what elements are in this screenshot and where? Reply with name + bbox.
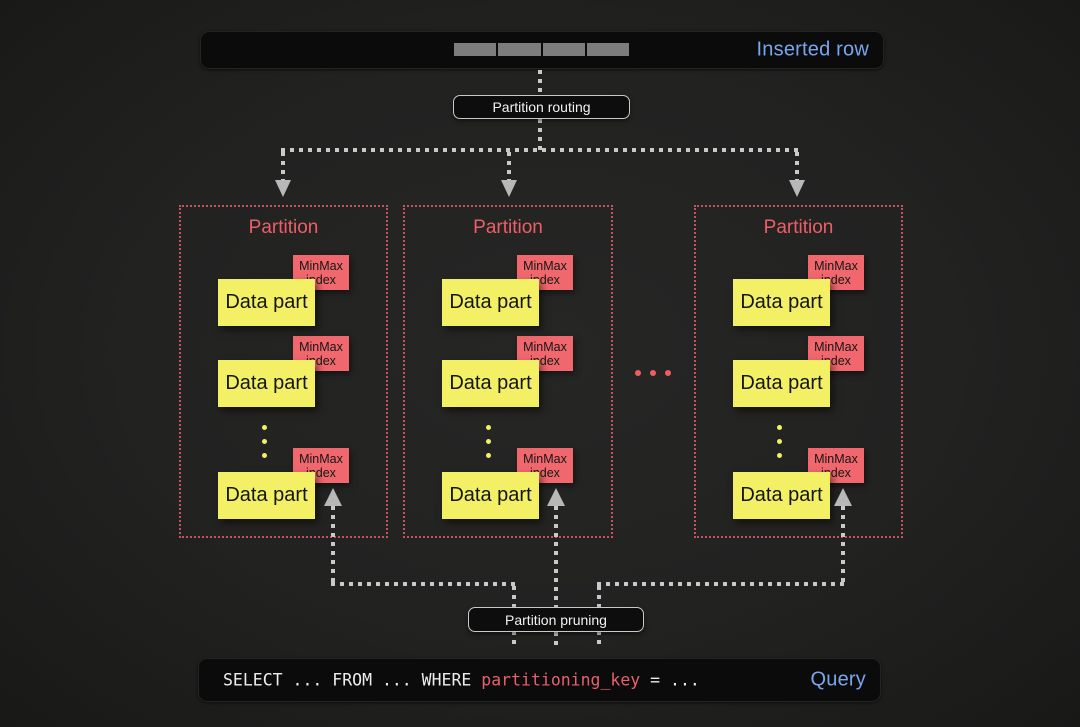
query-bar: SELECT ... FROM ... WHERE partitioning_k… [198, 658, 881, 702]
minmax-label-line1: MinMax [814, 259, 858, 273]
data-part-group: MinMax index Data part [218, 255, 364, 326]
inserted-row-label: Inserted row [756, 38, 869, 61]
data-part-box: Data part [442, 360, 539, 407]
data-part-box: Data part [218, 279, 315, 326]
partition-box-2: Partition MinMax index Data part MinMax … [403, 205, 613, 538]
arrow-up-icon [324, 488, 342, 506]
data-part-group: MinMax index Data part [442, 448, 588, 519]
minmax-label-line1: MinMax [523, 259, 567, 273]
data-part-group: MinMax index Data part [218, 336, 364, 407]
partition-box-1: Partition MinMax index Data part MinMax … [179, 205, 388, 538]
pruning-line-left-horizontal [331, 582, 516, 586]
arrow-down-icon [501, 180, 517, 197]
minmax-label-line1: MinMax [299, 452, 343, 466]
minmax-label-line1: MinMax [523, 340, 567, 354]
pruning-line-middle [554, 506, 558, 648]
more-partitions-dots [635, 370, 671, 376]
query-partitioning-key: partitioning_key [481, 670, 641, 690]
data-part-box: Data part [733, 472, 830, 519]
row-segment [498, 43, 541, 56]
more-data-parts-dots [777, 425, 782, 458]
row-segment [586, 43, 629, 56]
partition-title: Partition [763, 217, 834, 238]
query-sql-text: SELECT ... FROM ... WHERE partitioning_k… [223, 671, 700, 690]
query-label: Query [810, 668, 866, 691]
data-part-group: MinMax index Data part [218, 448, 364, 519]
more-data-parts-dots [262, 425, 267, 458]
minmax-label-line1: MinMax [814, 340, 858, 354]
routing-line-bar-to-label [538, 70, 542, 95]
partition-pruning-label: Partition pruning [468, 607, 644, 632]
data-part-box: Data part [733, 279, 830, 326]
partition-routing-label: Partition routing [453, 95, 630, 119]
minmax-label-line1: MinMax [523, 452, 567, 466]
routing-split-line [281, 148, 798, 152]
data-part-group: MinMax index Data part [733, 448, 879, 519]
arrow-up-icon [834, 488, 852, 506]
query-sql-suffix: = ... [640, 670, 700, 690]
routing-drop-middle [507, 152, 511, 180]
row-segments [454, 43, 629, 56]
routing-line-label-to-split [538, 119, 542, 152]
data-part-group: MinMax index Data part [442, 255, 588, 326]
arrow-up-icon [547, 488, 565, 506]
data-part-box: Data part [218, 472, 315, 519]
more-data-parts-dots [486, 425, 491, 458]
data-part-group: MinMax index Data part [733, 255, 879, 326]
row-segment [542, 43, 585, 56]
minmax-label-line1: MinMax [814, 452, 858, 466]
partition-title: Partition [473, 217, 543, 238]
pruning-line-left-tail [331, 506, 335, 582]
routing-drop-left [281, 152, 285, 180]
partition-box-3: Partition MinMax index Data part MinMax … [694, 205, 903, 538]
arrow-down-icon [275, 180, 291, 197]
data-part-box: Data part [733, 360, 830, 407]
partition-title: Partition [248, 217, 319, 238]
pruning-line-right-tail [841, 506, 845, 582]
inserted-row-bar: Inserted row [200, 31, 884, 69]
minmax-label-line1: MinMax [299, 340, 343, 354]
minmax-label-line1: MinMax [299, 259, 343, 273]
query-sql-prefix: SELECT ... FROM ... WHERE [223, 670, 482, 690]
data-part-group: MinMax index Data part [733, 336, 879, 407]
data-part-box: Data part [442, 472, 539, 519]
pruning-line-right-horizontal [597, 582, 844, 586]
arrow-down-icon [789, 180, 805, 197]
data-part-group: MinMax index Data part [442, 336, 588, 407]
data-part-box: Data part [442, 279, 539, 326]
routing-drop-right [795, 152, 799, 180]
data-part-box: Data part [218, 360, 315, 407]
row-segment [454, 43, 497, 56]
